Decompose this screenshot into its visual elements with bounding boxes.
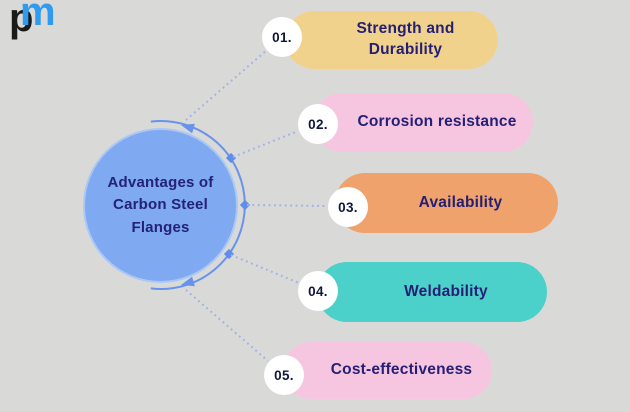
advantage-pill-4: Weldability (317, 262, 547, 322)
step-number-badge-3: 03. (328, 187, 368, 227)
advantage-pill-2: Corrosion resistance (313, 93, 533, 152)
step-number-badge-5: 05. (264, 355, 304, 395)
logo-letter-m: m (20, 0, 56, 34)
step-number-3: 03. (338, 199, 358, 215)
step-number-badge-4: 04. (298, 271, 338, 311)
hub-title: Advantages of Carbon Steel Flanges (107, 173, 214, 236)
brand-logo: p m (4, 0, 68, 56)
advantage-pill-3: Availability (335, 173, 558, 233)
arc-arrow-bottom-icon (181, 276, 195, 287)
dotted-spokes (185, 49, 328, 362)
advantage-label-4: Weldability (404, 282, 488, 300)
step-number-badge-2: 02. (298, 104, 338, 144)
step-number-5: 05. (274, 367, 294, 383)
advantage-label-5: Cost-effectiveness (330, 361, 473, 379)
step-number-1: 01. (272, 29, 292, 45)
advantage-label-2: Corrosion resistance (357, 113, 517, 131)
logo-letter-p: p (9, 0, 34, 40)
step-number-4: 04. (308, 283, 328, 299)
arc-node-icon (225, 152, 237, 164)
step-number-badge-1: 01. (262, 17, 302, 57)
advantage-label-1: Strength and Durability (356, 20, 455, 58)
arc-arrow-top-icon (181, 123, 195, 134)
advantage-pill-5: Cost-effectiveness (283, 342, 492, 399)
advantage-label-3: Availability (418, 193, 503, 211)
advantage-pill-1: Strength and Durability (285, 11, 498, 69)
hub-circle: Advantages of Carbon Steel Flanges (83, 128, 238, 283)
arc-node-icon (239, 199, 251, 211)
step-number-2: 02. (308, 116, 328, 132)
